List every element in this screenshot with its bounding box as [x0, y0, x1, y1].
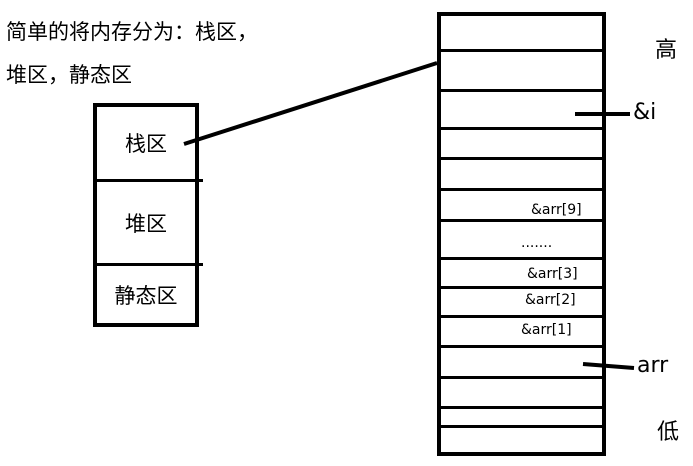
cell-label-arr3: &arr[3] — [527, 266, 578, 282]
cell-label-arr9: &arr[9] — [531, 202, 582, 218]
static-segment: 静态区 — [114, 284, 178, 308]
memory-row-divider — [441, 127, 602, 130]
segment-divider — [97, 263, 203, 266]
arr-pointer-line — [582, 362, 635, 370]
memory-column: &arr[9] ....... &arr[3] &arr[2] &arr[1] — [437, 12, 606, 456]
memory-row-divider — [441, 376, 602, 379]
segment-divider — [97, 179, 203, 182]
memory-segments-box: 栈区 堆区 静态区 — [93, 103, 203, 327]
heap-segment: 堆区 — [125, 212, 167, 236]
memory-row-divider — [441, 89, 602, 92]
memory-row-divider — [441, 157, 602, 160]
memory-row-divider — [441, 49, 602, 52]
low-address-label: 低 — [657, 420, 680, 445]
cell-label-arr1: &arr[1] — [521, 322, 572, 338]
caption-line-2: 堆区，静态区 — [6, 63, 132, 87]
memory-row-divider — [441, 345, 602, 348]
stack-segment: 栈区 — [125, 132, 167, 156]
memory-row-divider — [441, 315, 602, 318]
memory-row-divider — [441, 425, 602, 428]
memory-row-divider — [441, 188, 602, 191]
cell-label-ellipsis: ....... — [521, 235, 553, 251]
i-address-label: &i — [633, 100, 657, 125]
stack-to-memory-line — [183, 61, 438, 146]
caption-line-1: 简单的将内存分为：栈区， — [6, 20, 258, 44]
memory-row-divider — [441, 257, 602, 260]
high-address-label: 高 — [655, 38, 678, 63]
memory-row-divider — [441, 406, 602, 409]
memory-row-divider — [441, 219, 602, 222]
cell-label-arr2: &arr[2] — [525, 292, 576, 308]
arr-label: arr — [637, 353, 669, 378]
memory-row-divider — [441, 286, 602, 289]
